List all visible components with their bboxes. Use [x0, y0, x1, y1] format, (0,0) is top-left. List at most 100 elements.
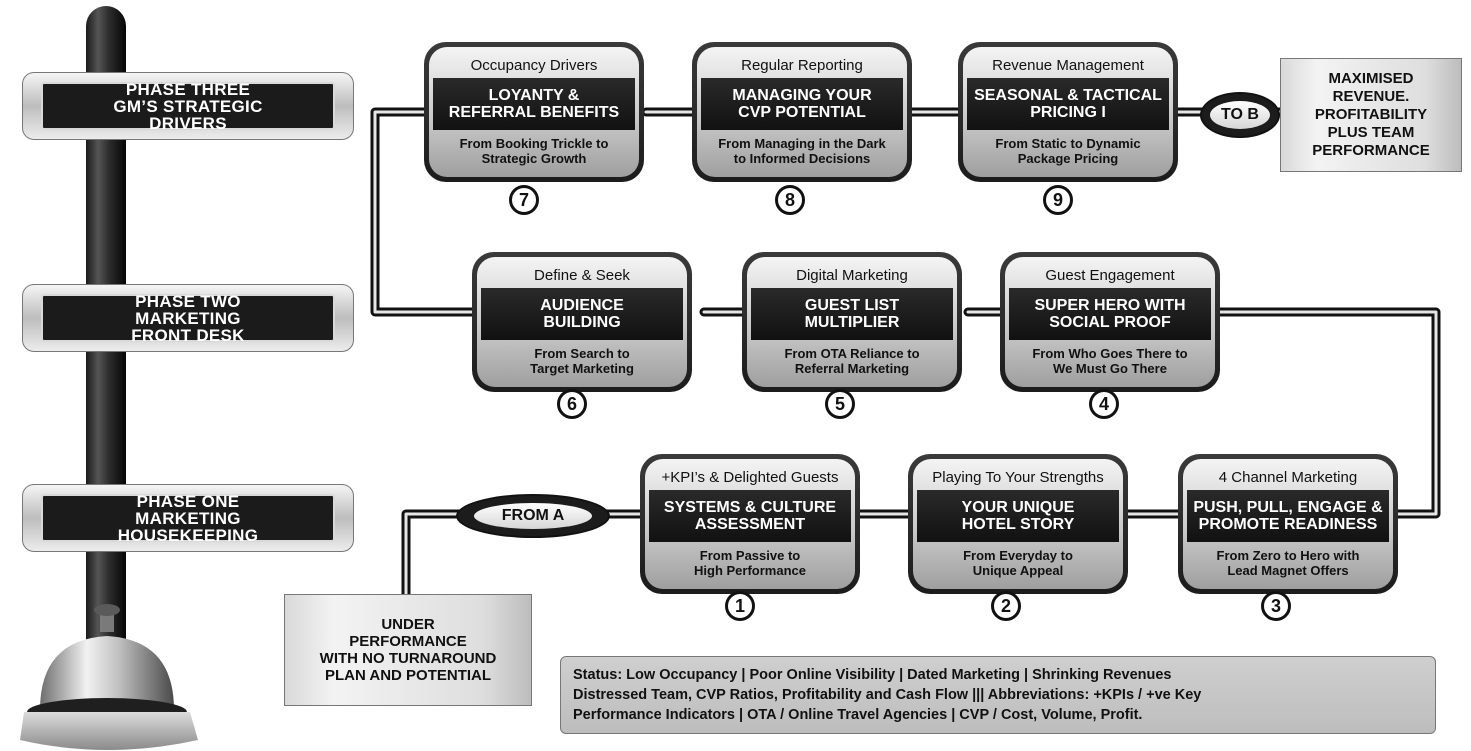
step-8-number-badge: 8 [775, 185, 805, 215]
step-4-title-line-2: SOCIAL PROOF [1049, 314, 1171, 331]
step-4-category: Guest Engagement [1045, 266, 1175, 284]
phase-two-line-1: PHASE TWO [135, 291, 241, 311]
step-9-title-line-1: SEASONAL & TACTICAL [974, 87, 1162, 104]
step-1-category: +KPI’s & Delighted Guests [661, 468, 839, 486]
step-6-title-line-1: AUDIENCE [540, 297, 624, 314]
step-1-subtitle-line-2: High Performance [694, 563, 806, 578]
phase-one-line-2: MARKETING [135, 508, 241, 528]
step-9-category: Revenue Management [992, 56, 1144, 74]
start-line-3: WITH NO TURNAROUND [319, 650, 497, 667]
step-1-number-badge: 1 [725, 591, 755, 621]
step-2-title-line-2: HOTEL STORY [961, 516, 1075, 533]
step-6-title-line-2: BUILDING [543, 314, 621, 331]
from-a-label: FROM A [474, 503, 592, 529]
step-2-title-line-1: YOUR UNIQUE [961, 499, 1075, 516]
step-6-subtitle-line-1: From Search to [534, 346, 630, 361]
step-9-title-line-2: PRICING I [1030, 104, 1106, 121]
step-5-subtitle-line-1: From OTA Reliance to [784, 346, 920, 361]
step-4-subtitle-line-1: From Who Goes There to [1032, 346, 1188, 361]
step-4-subtitle-line-2: We Must Go There [1053, 361, 1167, 376]
step-8-subtitle-line-2: to Informed Decisions [733, 151, 871, 166]
step-5-number-badge: 5 [825, 389, 855, 419]
step-7-title-line-1: LOYANTY & [488, 87, 580, 104]
step-1-title-line-1: SYSTEMS & CULTURE [663, 499, 837, 516]
end-line-1: MAXIMISED [1328, 70, 1414, 87]
phase-one-line-3: HOUSEKEEPING [117, 525, 259, 545]
step-7-category: Occupancy Drivers [470, 56, 598, 74]
step-9-number-badge: 9 [1043, 185, 1073, 215]
to-b-oval: TO B [1200, 92, 1280, 138]
end-line-4: PLUS TEAM [1327, 124, 1415, 141]
phase-two-panel: PHASE TWO MARKETING FRONT DESK [41, 291, 335, 345]
step-2-number-badge: 2 [991, 591, 1021, 621]
phase-one-sign: PHASE ONE MARKETING HOUSEKEEPING [22, 484, 354, 552]
start-state-scroll: UNDER PERFORMANCE WITH NO TURNAROUND PLA… [284, 594, 532, 706]
step-4-title-line-1: SUPER HERO WITH [1034, 297, 1186, 314]
to-b-label: TO B [1210, 101, 1270, 129]
step-7-number-badge: 7 [509, 185, 539, 215]
phase-one-line-1: PHASE ONE [136, 491, 240, 511]
start-line-1: UNDER [381, 616, 435, 633]
from-a-oval: FROM A [456, 494, 610, 538]
step-1-subtitle-line-1: From Passive to [699, 548, 801, 563]
phase-two-line-2: MARKETING [135, 308, 241, 328]
end-line-3: PROFITABILITY [1314, 106, 1428, 123]
step-2-category: Playing To Your Strengths [932, 468, 1104, 486]
phase-two-sign: PHASE TWO MARKETING FRONT DESK [22, 284, 354, 352]
step-3-subtitle-line-1: From Zero to Hero with [1216, 548, 1360, 563]
phase-three-sign: PHASE THREE GM’S STRATEGIC DRIVERS [22, 72, 354, 140]
step-6-subtitle-line-2: Target Marketing [530, 361, 634, 376]
phase-two-line-3: FRONT DESK [131, 325, 245, 345]
step-7-title-line-2: REFERRAL BENEFITS [448, 104, 620, 121]
step-1-title-line-2: ASSESSMENT [694, 516, 806, 533]
step-5-category: Digital Marketing [796, 266, 908, 284]
step-4-number-badge: 4 [1089, 389, 1119, 419]
step-7-title: LOYANTY &REFERRAL BENEFITS [433, 78, 635, 130]
end-line-5: PERFORMANCE [1312, 142, 1430, 159]
status-line-1: Status: Low Occupancy | Poor Online Visi… [573, 667, 1172, 683]
start-line-2: PERFORMANCE [349, 633, 467, 650]
step-8-subtitle-line-1: From Managing in the Dark [718, 136, 886, 151]
step-8-title-line-2: CVP POTENTIAL [738, 104, 866, 121]
step-3-category: 4 Channel Marketing [1218, 468, 1358, 486]
phase-three-line-1: PHASE THREE [125, 79, 251, 99]
step-5-title-line-2: MULTIPLIER [804, 314, 900, 331]
phase-three-panel: PHASE THREE GM’S STRATEGIC DRIVERS [41, 79, 335, 132]
end-line-2: REVENUE. [1332, 88, 1410, 105]
status-line-2: Distressed Team, CVP Ratios, Profitabili… [573, 687, 1202, 703]
phase-three-line-2: GM’S STRATEGIC [113, 96, 263, 116]
start-line-4: PLAN AND POTENTIAL [324, 667, 492, 684]
step-6-category: Define & Seek [534, 266, 630, 284]
